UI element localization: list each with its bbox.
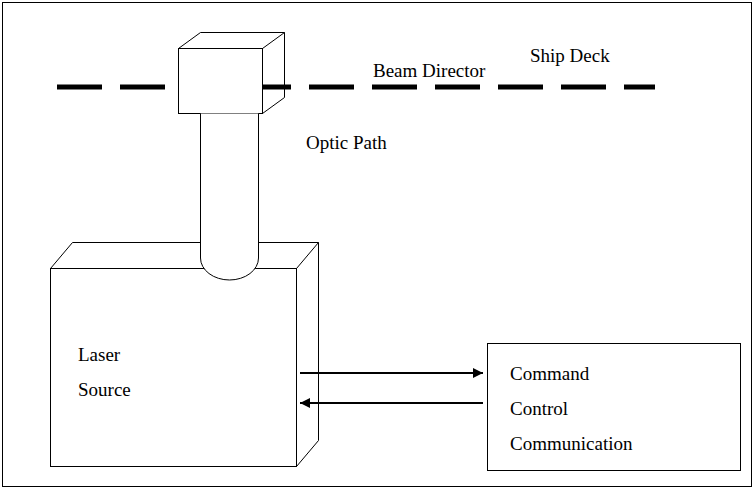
part-label: Ship Deck — [528, 45, 612, 67]
outer-frame — [3, 3, 752, 487]
flow-arrow — [300, 402, 483, 404]
flow-arrow — [300, 372, 483, 374]
laser-source-cube — [51, 243, 319, 467]
ship-deck-line — [57, 85, 655, 90]
beam-director-cube — [179, 33, 285, 114]
part-label: Beam Director — [371, 60, 487, 82]
node-label: Command Control Communication — [510, 356, 632, 461]
laser-source-box: Laser Source — [50, 268, 296, 466]
node-label: Laser Source — [78, 337, 131, 407]
part-label: Optic Path — [304, 132, 389, 154]
command-box: Command Control Communication — [487, 343, 741, 471]
optic-path-tube — [201, 114, 259, 280]
